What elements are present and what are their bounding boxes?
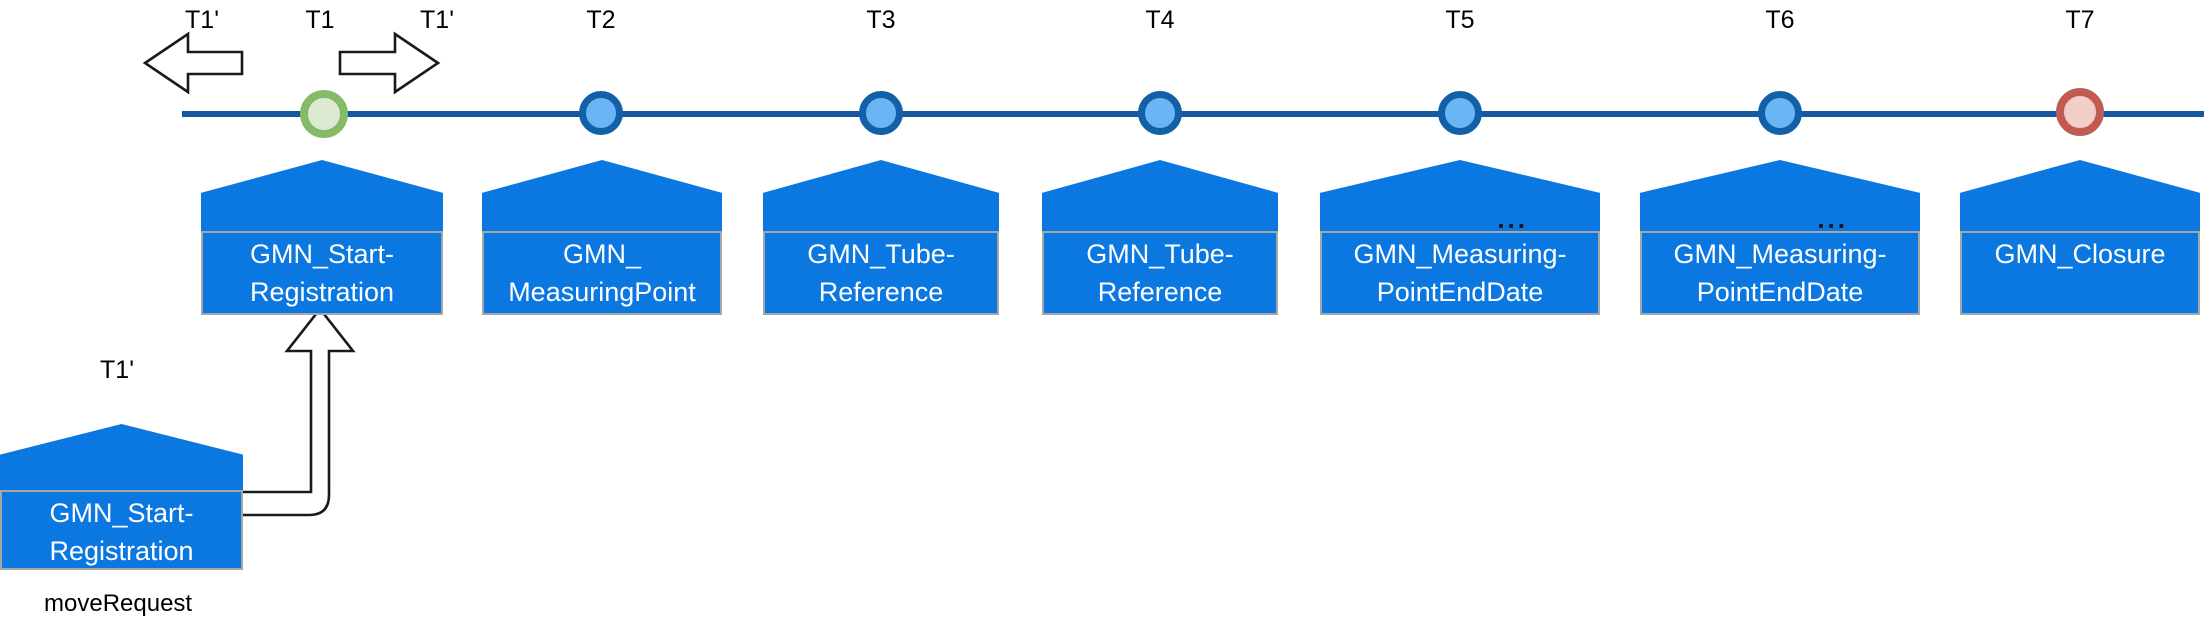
event-entity-label: GMN_Closure — [1960, 231, 2200, 315]
time-label-t7: T7 — [2065, 6, 2095, 34]
timeline-marker-t2 — [579, 91, 623, 135]
timeline-marker-t6 — [1758, 91, 1802, 135]
shift-left-arrow-icon — [142, 31, 244, 95]
event-card-roof — [0, 424, 243, 492]
ellipsis-label: ... — [1817, 204, 1848, 234]
event-card-roof — [1960, 160, 2200, 233]
event-card-roof — [1042, 160, 1278, 233]
move-source-time-label: T1' — [100, 356, 134, 384]
time-label-t1: T1 — [305, 6, 335, 34]
event-card-roof — [482, 160, 722, 233]
time-label-t5: T5 — [1445, 6, 1475, 34]
time-label-t6: T6 — [1765, 6, 1795, 34]
event-card-t4: Aanvullen GMN_Tube- Reference — [1042, 160, 1278, 316]
event-card-t3: Aanvullen GMN_Tube- Reference — [763, 160, 999, 316]
event-entity-label: GMN_ MeasuringPoint — [482, 231, 722, 315]
event-card-t5: Aanvullen ... GMN_Measuring- PointEndDat… — [1320, 160, 1600, 316]
shift-left-label: T1' — [185, 6, 219, 34]
event-entity-label: GMN_Tube- Reference — [763, 231, 999, 315]
event-card-roof — [763, 160, 999, 233]
event-card-t2: Aanvullen GMN_ MeasuringPoint — [482, 160, 722, 316]
timeline-marker-t3 — [859, 91, 903, 135]
shift-right-label: T1' — [420, 6, 454, 34]
event-entity-label: GMN_Measuring- PointEndDate — [1320, 231, 1600, 315]
time-label-t2: T2 — [586, 6, 616, 34]
move-request-elbow-arrow-icon — [243, 306, 356, 517]
shift-right-arrow-icon — [338, 31, 441, 95]
event-card-roof — [1640, 160, 1920, 233]
timeline-marker-end-t7 — [2056, 88, 2104, 136]
time-label-t4: T4 — [1145, 6, 1175, 34]
ellipsis-label: ... — [1497, 204, 1528, 234]
timeline-marker-t4 — [1138, 91, 1182, 135]
event-card-t6: Aanvullen ... GMN_Measuring- PointEndDat… — [1640, 160, 1920, 316]
timeline-marker-t5 — [1438, 91, 1482, 135]
event-card-roof — [1320, 160, 1600, 233]
timeline-marker-start-t1 — [300, 90, 348, 138]
event-entity-label: GMN_Start- Registration — [201, 231, 443, 315]
event-card-t7: Beëindigen GMN_Closure — [1960, 160, 2200, 316]
event-entity-label: GMN_Start- Registration — [0, 490, 243, 570]
timeline-axis — [182, 111, 2204, 117]
move-request-caption: moveRequest — [44, 590, 193, 617]
event-card-roof — [201, 160, 443, 233]
event-card-t1: Starten GMN_Start- Registration — [201, 160, 443, 316]
event-entity-label: GMN_Tube- Reference — [1042, 231, 1278, 315]
time-label-t3: T3 — [866, 6, 896, 34]
event-entity-label: GMN_Measuring- PointEndDate — [1640, 231, 1920, 315]
move-request-card: Starten GMN_Start- Registration — [0, 424, 243, 570]
